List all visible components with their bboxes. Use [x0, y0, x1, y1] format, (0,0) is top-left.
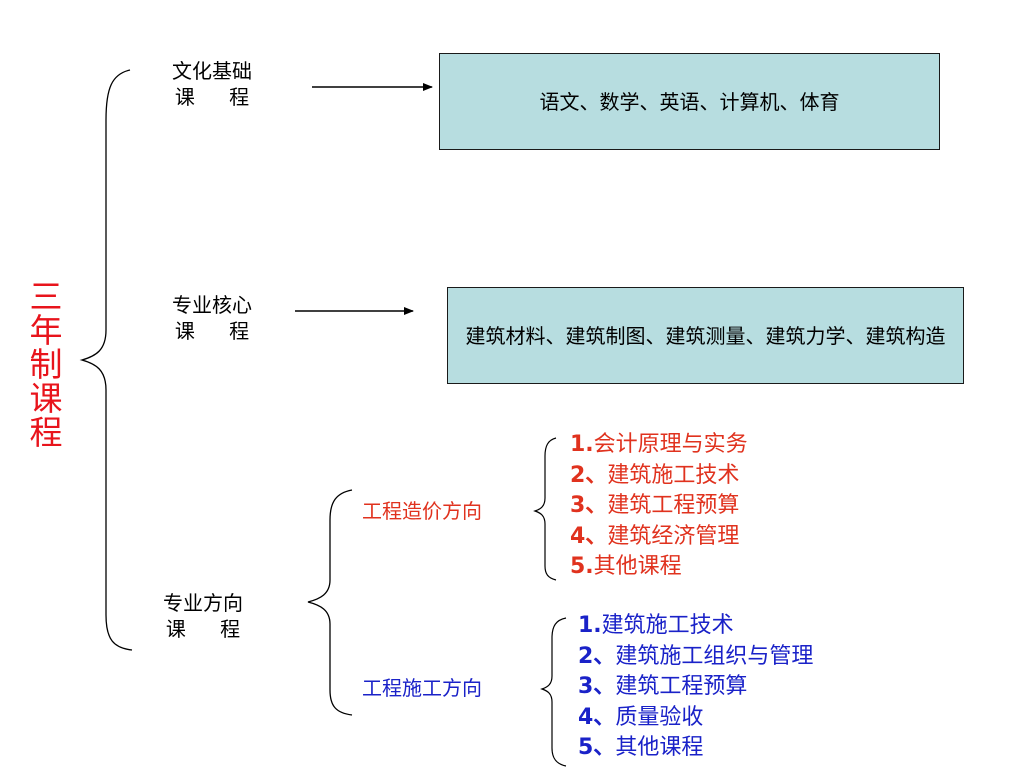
- list-brace-construction: [540, 617, 567, 767]
- main-brace: [79, 69, 133, 651]
- core-courses-box: 建筑材料、建筑制图、建筑测量、建筑力学、建筑构造: [447, 287, 964, 384]
- list-item: 4、质量验收: [578, 704, 704, 730]
- direction-brace: [307, 489, 353, 716]
- category-direction: 专业方向 课 程: [133, 590, 273, 642]
- category-culture: 文化基础 课 程: [142, 58, 282, 110]
- direction-cost: 工程造价方向: [362, 499, 482, 523]
- list-item: 5.其他课程: [570, 554, 682, 579]
- list-brace-cost: [533, 437, 557, 581]
- list-item: 2、建筑施工组织与管理: [578, 643, 814, 669]
- direction-construction: 工程施工方向: [362, 676, 482, 700]
- category-culture-line2: 课 程: [174, 85, 264, 109]
- culture-courses-box: 语文、数学、英语、计算机、体育: [439, 53, 940, 150]
- category-core: 专业核心 课 程: [142, 292, 282, 344]
- list-item: 3、建筑工程预算: [570, 493, 740, 518]
- construction-course-list: 1.建筑施工技术 2、建筑施工组织与管理 3、建筑工程预算 4、质量验收 5、其…: [578, 611, 813, 764]
- category-direction-line2: 课 程: [165, 617, 255, 641]
- category-core-line1: 专业核心: [172, 293, 252, 317]
- culture-courses-text: 语文、数学、英语、计算机、体育: [539, 89, 840, 114]
- category-direction-line1: 专业方向: [163, 591, 243, 615]
- core-courses-text: 建筑材料、建筑制图、建筑测量、建筑力学、建筑构造: [465, 323, 946, 348]
- list-item: 1.会计原理与实务: [570, 432, 748, 457]
- list-item: 2、建筑施工技术: [570, 462, 740, 488]
- list-item: 1.建筑施工技术: [578, 613, 734, 638]
- cost-course-list: 1.会计原理与实务 2、建筑施工技术 3、建筑工程预算 4、建筑经济管理 5.其…: [570, 430, 748, 583]
- list-item: 3、建筑工程预算: [578, 674, 748, 699]
- category-core-line2: 课 程: [174, 319, 264, 343]
- main-title: 三年制课程: [29, 277, 63, 452]
- category-culture-line1: 文化基础: [172, 59, 252, 83]
- list-item: 5、其他课程: [578, 735, 704, 760]
- list-item: 4、建筑经济管理: [570, 523, 740, 549]
